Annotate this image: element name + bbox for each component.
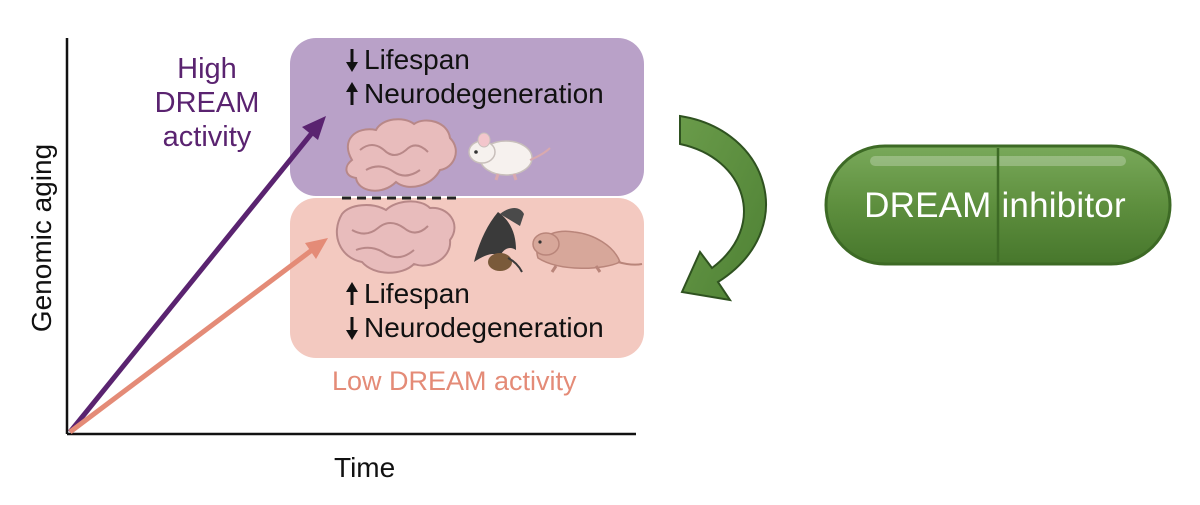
x-axis-label: Time [334, 452, 396, 483]
low-effect-1-text: Lifespan [364, 278, 470, 309]
high-label-line-3: activity [162, 121, 252, 153]
high-effect-1-text: Lifespan [364, 44, 470, 75]
high-activity-arrow [68, 116, 326, 434]
down-arrow-icon [346, 317, 358, 340]
up-arrow-icon [346, 282, 358, 305]
high-effect-lifespan: Lifespan [344, 44, 470, 76]
y-axis-label: Genomic aging [26, 143, 57, 333]
high-effect-neurodegeneration: Neurodegeneration [344, 78, 604, 110]
low-activity-arrow [68, 238, 328, 434]
down-arrow-icon [346, 49, 358, 72]
low-effect-2-text: Neurodegeneration [364, 312, 604, 343]
high-effect-2-text: Neurodegeneration [364, 78, 604, 109]
low-effect-lifespan: Lifespan [344, 278, 470, 310]
dream-inhibitor-pill [824, 144, 1172, 266]
mouse-icon [468, 132, 551, 181]
bat-icon [474, 208, 524, 273]
pill-label: DREAM inhibitor [864, 186, 1126, 225]
curved-arrow-icon [679, 114, 767, 302]
high-label-line-2: DREAM [154, 87, 260, 119]
low-dream-activity-label: Low DREAM activity [332, 366, 577, 396]
brain-icon [335, 118, 457, 274]
low-effect-neurodegeneration: Neurodegeneration [344, 312, 604, 344]
naked-mole-rat-icon [532, 230, 643, 273]
high-label-line-1: High [177, 53, 237, 85]
high-dream-activity-label: High DREAM activity [142, 52, 272, 154]
up-arrow-icon [346, 82, 358, 105]
